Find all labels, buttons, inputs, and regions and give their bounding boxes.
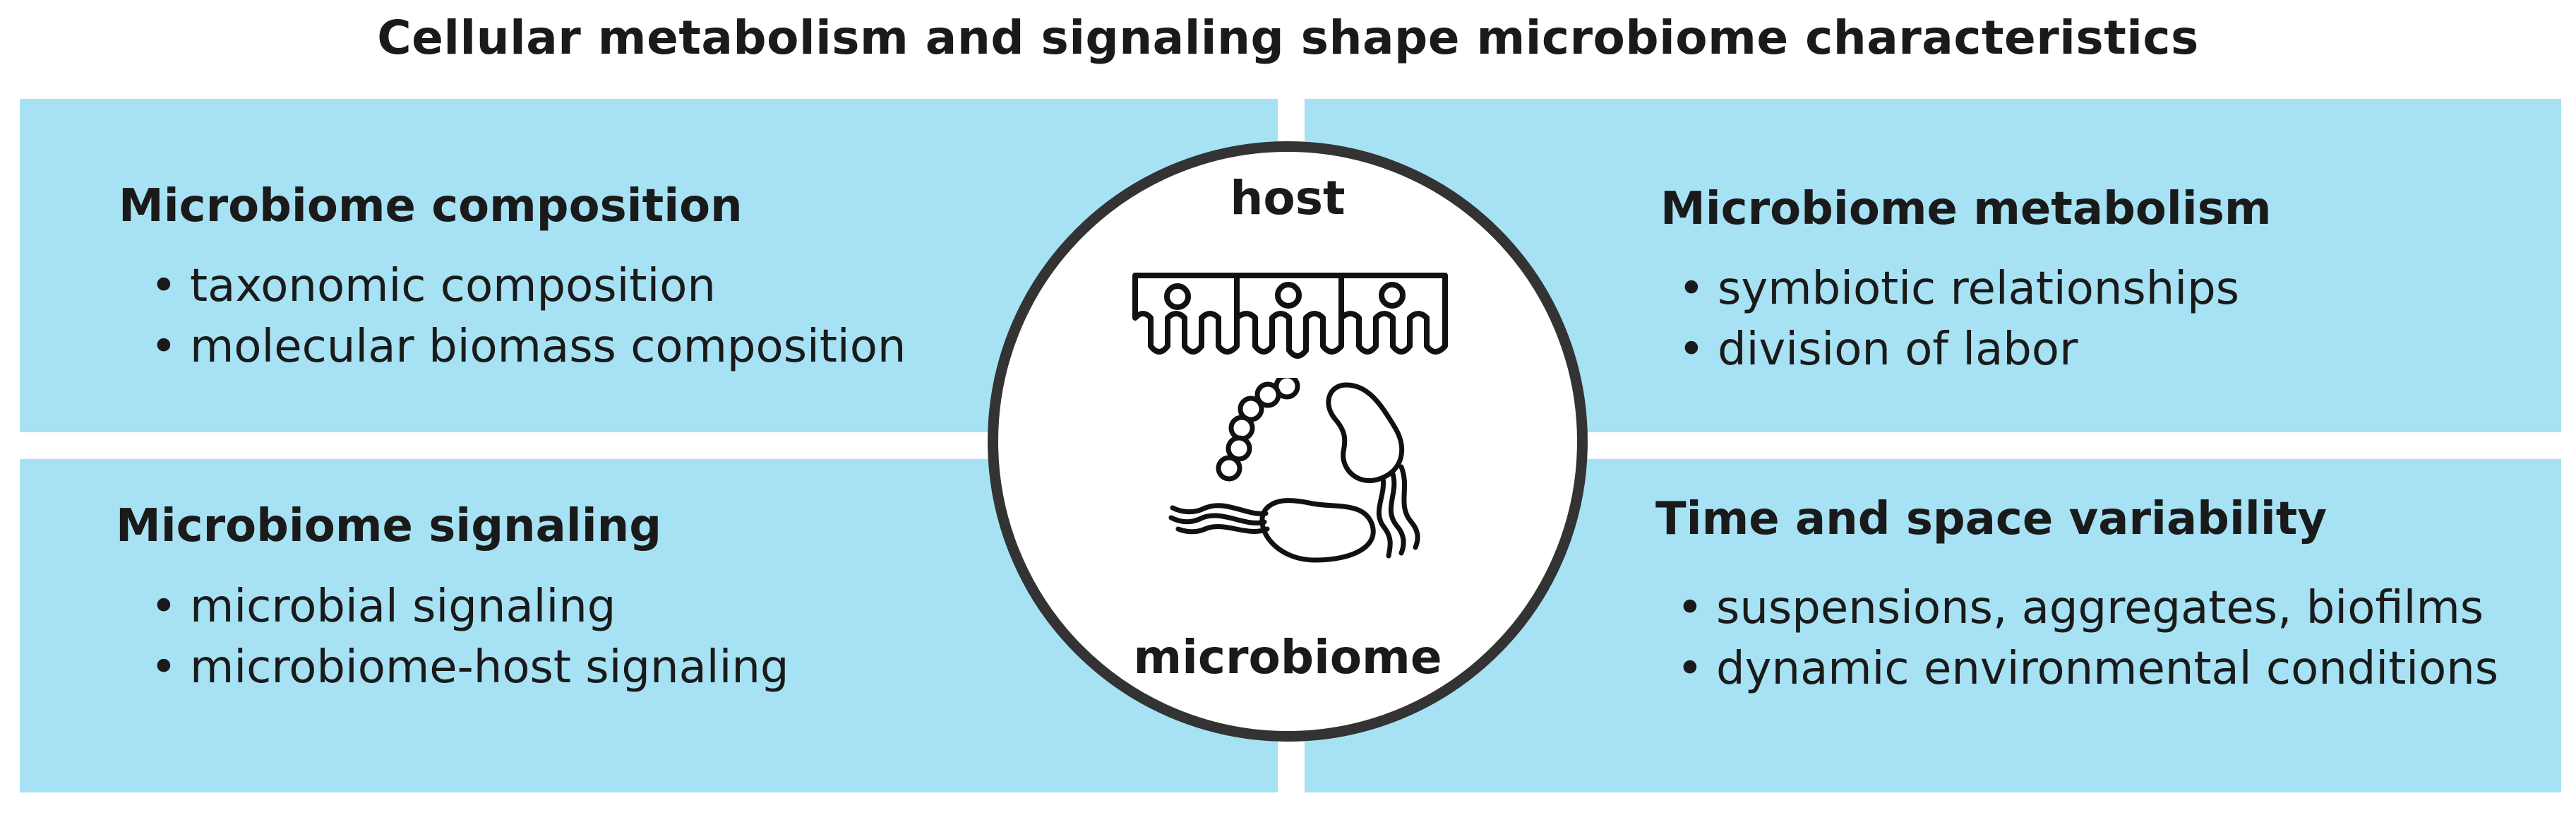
list-item: symbiotic relationships [1678,259,2239,319]
list-item: taxonomic composition [150,256,906,316]
list-item: suspensions, aggregates, biofilms [1677,578,2498,638]
list-item: dynamic environmental conditions [1677,638,2498,699]
panel-heading: Microbiome metabolism [1660,183,2272,235]
host-microbiome-circle: host microbiome [988,141,1588,742]
bullet-list: microbial signaling microbiome-host sign… [150,576,789,698]
bullet-list: suspensions, aggregates, biofilms dynami… [1677,578,2498,699]
host-cells-icon [1132,273,1448,359]
bullet-list: symbiotic relationships division of labo… [1678,259,2239,380]
streptococcus-chain [1216,378,1300,482]
bacteria-icon [1168,378,1420,563]
microbiome-label: microbiome [1133,630,1442,684]
bullet-list: taxonomic composition molecular biomass … [150,256,906,377]
panel-heading: Time and space variability [1655,493,2328,545]
panel-heading: Microbiome composition [119,180,743,232]
figure-title: Cellular metabolism and signaling shape … [377,11,2199,65]
host-label: host [1230,171,1346,225]
list-item: molecular biomass composition [150,316,906,377]
panel-heading: Microbiome signaling [116,500,662,552]
list-item: microbial signaling [150,576,789,637]
rod-bacterium-body [1259,498,1376,563]
list-item: microbiome-host signaling [150,637,789,698]
list-item: division of labor [1678,319,2239,380]
vibrio-body [1326,382,1405,484]
